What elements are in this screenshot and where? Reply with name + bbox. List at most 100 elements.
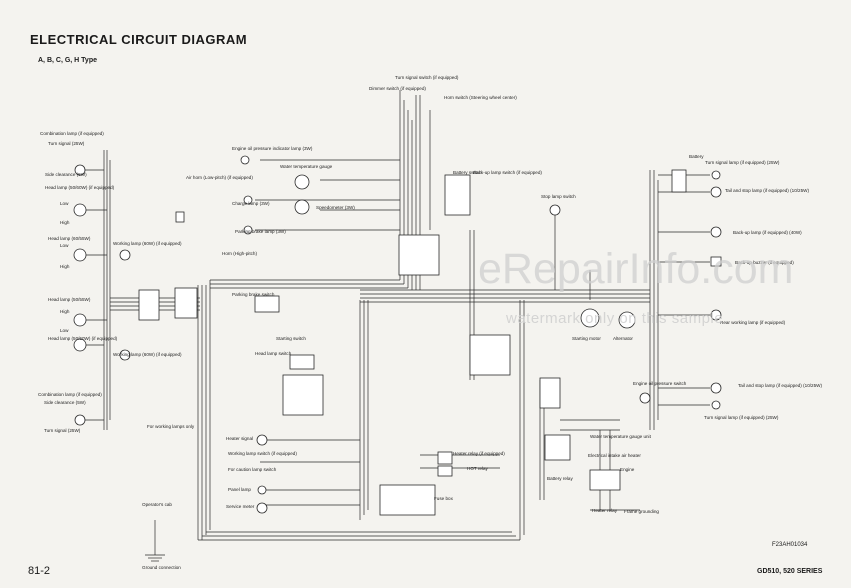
label-working-lamp-top: Working lamp (60W) (if equipped) — [113, 241, 182, 246]
label-heater-relay: Heater relay — [592, 508, 618, 513]
head-lamp-4 — [73, 338, 87, 352]
label-charge-lamp: Charge lamp (3W) — [232, 201, 270, 206]
label-stop-lamp-switch: Stop lamp switch — [541, 194, 576, 199]
heater-relay-icon — [589, 469, 621, 491]
hot-relay-icon — [437, 465, 453, 477]
head-lamp-switch-icon — [289, 354, 315, 370]
label-panel-lamp: Panel lamp — [228, 487, 251, 492]
watermark-sub: watermark only on this sample — [506, 310, 724, 327]
backup-buzzer-icon — [710, 256, 722, 267]
stop-lamp-switch-icon — [549, 204, 561, 216]
starting-motor-icon — [580, 308, 600, 328]
label-low-1: Low — [60, 201, 69, 206]
label-ground-connection: Ground connection — [142, 565, 181, 570]
label-high-3: High — [60, 309, 70, 314]
label-backup-lamp-switch: Back-up lamp switch (if equipped) — [473, 170, 542, 175]
fuse-box-icon — [379, 484, 436, 516]
head-lamp-3 — [73, 313, 87, 327]
label-horn-switch: Horn switch (Steering wheel center) — [444, 95, 517, 100]
label-electrical-intake-air-heater: Electrical intake air heater — [588, 453, 641, 458]
label-heater-signal: Heater signal — [226, 436, 254, 441]
label-turn-signal-left: Turn signal (25W) — [48, 141, 85, 146]
label-backup-buzzer: Back-up buzzer (if equipped) — [735, 260, 794, 265]
turn-signal-lamp-right-top — [711, 170, 721, 180]
left-connector-block — [138, 289, 160, 321]
parking-brake-switch-icon — [254, 295, 280, 313]
label-side-clearance-left: Side clearance (5W) — [45, 172, 87, 177]
page-number: 81-2 — [28, 565, 51, 577]
label-backup-lamp-right: Back-up lamp (if equipped) (40W) — [733, 230, 802, 235]
label-combination-lamp-bottom: Combination lamp (if equipped) — [38, 392, 102, 397]
center-left-connector — [174, 287, 198, 319]
label-turn-signal-bottom: Turn signal (25W) — [44, 428, 81, 433]
label-head-lamp-2: Head lamp (60/55W) — [48, 236, 91, 241]
label-dimmer-switch: Dimmer switch (if equipped) — [369, 86, 426, 91]
panel-lamp-icon — [257, 485, 267, 495]
label-parking-brake-lamp: Parking brake lamp (3W) — [235, 229, 286, 234]
label-working-lamp-switch: Working lamp switch (if equipped) — [228, 451, 297, 456]
label-head-lamp-top: Head lamp (50/60W) (if equipped) — [45, 185, 115, 190]
turn-signal-lamp-left — [74, 164, 86, 176]
page-subtitle: A, B, C, G, H Type — [38, 57, 97, 64]
label-low-3: Low — [60, 328, 69, 333]
label-high-1: High — [60, 220, 70, 225]
horn-high-icon — [175, 211, 185, 223]
head-lamp-2 — [73, 248, 87, 262]
label-starting-motor: Starting motor — [572, 336, 601, 341]
heater-signal-icon — [256, 434, 268, 446]
drawing-number: F23AH01034 — [772, 542, 808, 548]
tail-stop-lamp-right-bottom — [710, 382, 722, 394]
label-speedometer: Speedometer (3W) — [316, 205, 355, 210]
page-title: ELECTRICAL CIRCUIT DIAGRAM — [30, 32, 248, 47]
label-water-temp-sender: Water temperature gauge unit — [590, 434, 651, 439]
turn-signal-lamp-bottom — [74, 414, 86, 426]
water-temp-gauge-icon — [294, 174, 310, 190]
label-low-2: Low — [60, 243, 69, 248]
battery-switch-block — [444, 174, 471, 216]
label-combination-lamp-top: Combination lamp (if equipped) — [40, 131, 104, 136]
switch-connector-block — [398, 234, 440, 276]
turn-signal-lamp-right-bottom — [711, 400, 721, 410]
right-connector-block — [539, 377, 561, 409]
label-for-working-lamps: For working lamps only — [147, 424, 195, 429]
backup-lamp-right — [710, 226, 722, 238]
label-high-2: High — [60, 264, 70, 269]
label-hot-relay: HOT relay — [467, 466, 488, 471]
label-working-lamp-bottom: Working lamp (60W) (if equipped) — [113, 352, 182, 357]
label-water-temp-gauge: Water temperature gauge — [280, 164, 333, 169]
label-battery: Battery — [689, 154, 704, 159]
label-parking-brake-switch: Parking brake switch — [232, 292, 275, 297]
components — [73, 155, 722, 516]
label-head-lamp-4: Head lamp (50/60W) (if equipped) — [48, 336, 118, 341]
battery-relay-icon — [544, 434, 571, 461]
label-heater-relay-small: Heater relay (if equipped) — [453, 451, 505, 456]
label-engine-oil-indicator: Engine oil pressure indicator lamp (3W) — [232, 146, 313, 151]
label-frame-grounding: Frame grounding — [624, 509, 659, 514]
label-caution-lamp-switch: For caution lamp switch — [228, 467, 277, 472]
label-engine: Engine — [620, 467, 635, 472]
label-battery-switch: Battery switch — [453, 170, 482, 175]
label-tail-stop-right-bottom: Tail and stop lamp (if equipped) (10/25W… — [738, 383, 823, 388]
working-lamp-bottom — [119, 349, 131, 361]
label-turn-signal-right-top: Turn signal lamp (if equipped) (25W) — [705, 160, 780, 165]
battery-icon — [671, 169, 687, 193]
label-rear-working-lamp: Rear working lamp (if equipped) — [720, 320, 786, 325]
label-engine-oil-switch: Engine oil pressure switch — [633, 381, 687, 386]
service-meter-icon — [256, 502, 268, 514]
working-lamp-top — [119, 249, 131, 261]
starting-switch-block — [282, 374, 324, 416]
label-starting-switch: Starting switch — [276, 336, 306, 341]
main-connector-block — [469, 334, 511, 376]
model-series: GD510, 520 SERIES — [757, 568, 823, 575]
speedometer-icon — [294, 199, 310, 215]
label-turn-signal-right-bottom: Turn signal lamp (if equipped) (25W) — [704, 415, 779, 420]
engine-oil-switch-icon — [639, 392, 651, 404]
label-turn-signal-switch: Turn signal switch (if equipped) — [395, 75, 459, 80]
label-operators-cab: Operator's cab — [142, 502, 172, 507]
label-service-meter: Service meter — [226, 504, 255, 509]
watermark-main: eRepairInfo.com — [478, 245, 794, 293]
label-side-clearance-bottom: Side clearance (5W) — [44, 400, 86, 405]
engine-oil-indicator-icon — [240, 155, 250, 165]
